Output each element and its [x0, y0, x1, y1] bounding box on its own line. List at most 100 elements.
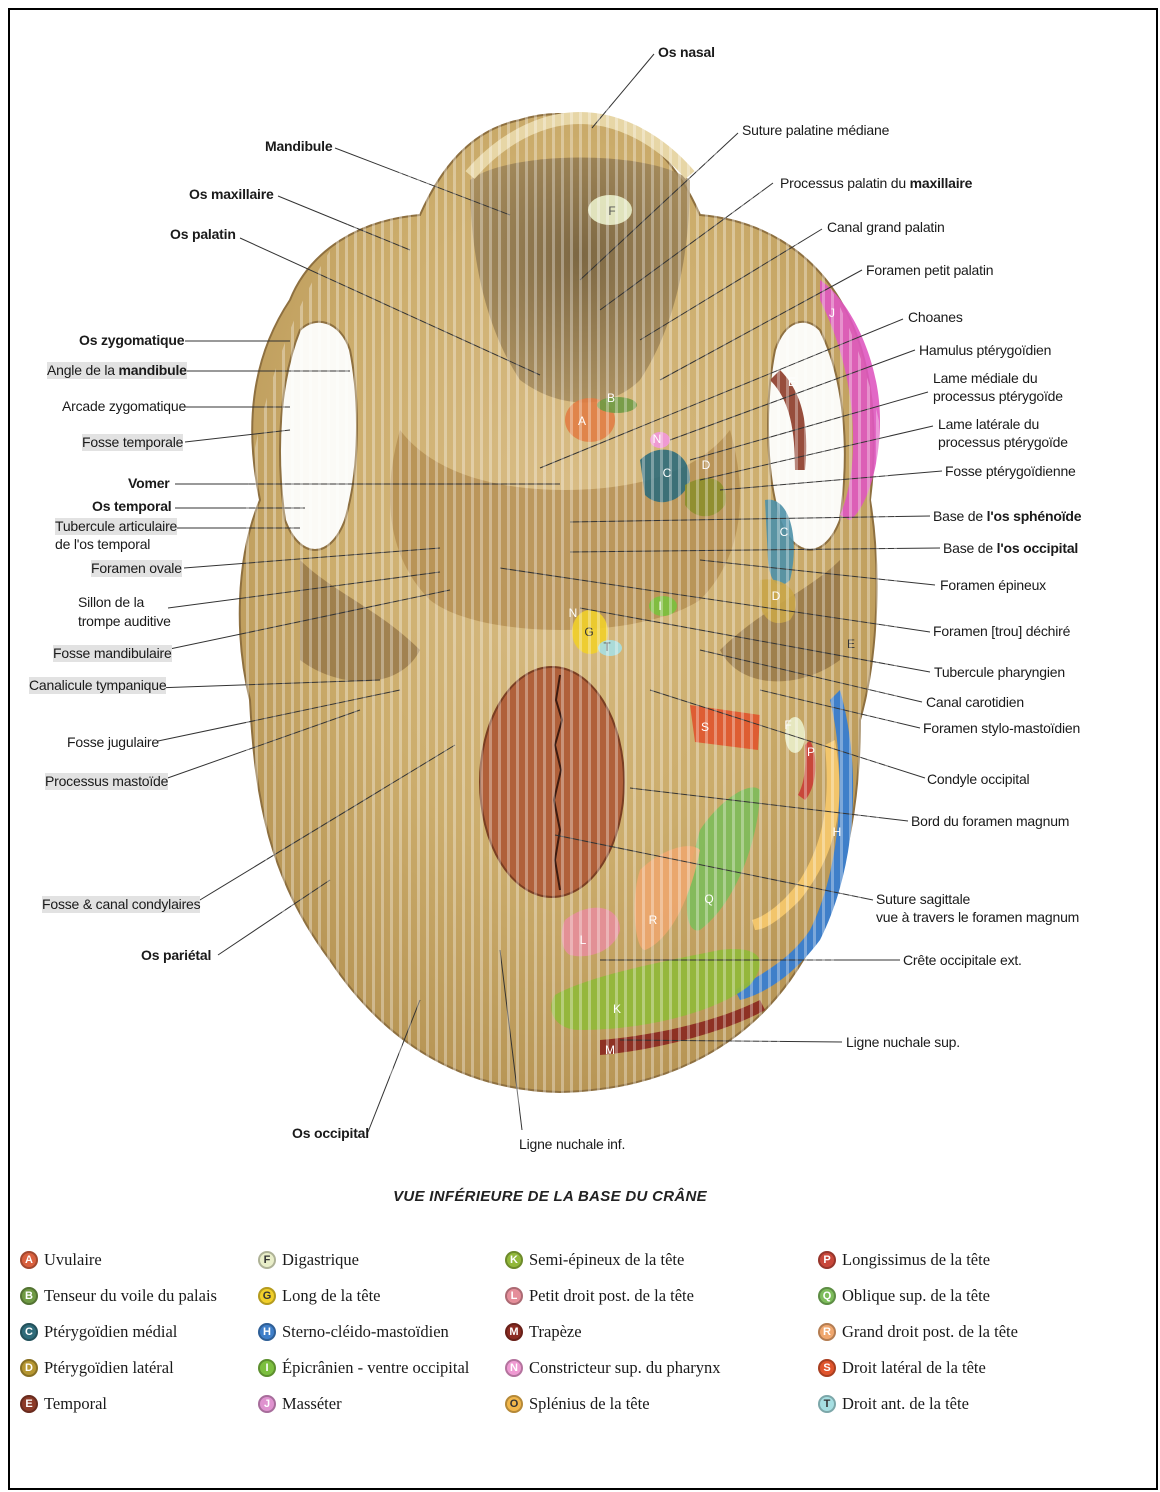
legend-label: Tenseur du voile du palais	[44, 1286, 217, 1306]
label-os-nasal: Os nasal	[658, 44, 715, 61]
label-os-palatin: Os palatin	[170, 226, 236, 243]
legend-label: Digastrique	[282, 1250, 359, 1270]
label-os-zygomatique: Os zygomatique	[79, 332, 184, 349]
label-lame-mediale-1: Lame médiale du	[933, 370, 1037, 387]
region-letter-a: A	[578, 414, 586, 428]
legend-item-s: S Droit latéral de la tête	[818, 1358, 986, 1378]
legend-label: Petit droit post. de la tête	[529, 1286, 694, 1306]
label-bord-foramen: Bord du foramen magnum	[911, 813, 1069, 830]
region-letter-i: I	[658, 599, 661, 613]
legend-label: Long de la tête	[282, 1286, 381, 1306]
region-letter-h: H	[833, 825, 842, 839]
label-sillon-1: Sillon de la	[78, 594, 144, 611]
legend-label: Longissimus de la tête	[842, 1250, 990, 1270]
label-foramen-epineux: Foramen épineux	[940, 577, 1046, 594]
label-choanes: Choanes	[908, 309, 963, 326]
label-foramen-stylo: Foramen stylo-mastoïdien	[923, 720, 1080, 737]
label-hamulus: Hamulus ptérygoïdien	[919, 342, 1051, 359]
legend-badge-t: T	[818, 1395, 836, 1413]
legend-badge-c: C	[20, 1323, 38, 1341]
legend-item-q: Q Oblique sup. de la tête	[818, 1286, 990, 1306]
label-vomer: Vomer	[128, 475, 170, 492]
region-letter-d: D	[702, 458, 711, 472]
legend-item-d: D Ptérygoïdien latéral	[20, 1358, 174, 1378]
region-letter-n-right: N	[653, 432, 662, 446]
region-letter-k: K	[613, 1002, 621, 1016]
legend-item-j: J Masséter	[258, 1394, 342, 1414]
label-lame-laterale-1: Lame latérale du	[938, 416, 1039, 433]
label-mandibule: Mandibule	[265, 138, 332, 155]
legend-label: Splénius de la tête	[529, 1394, 650, 1414]
label-ligne-nuchale-sup: Ligne nuchale sup.	[846, 1034, 960, 1051]
legend-badge-q: Q	[818, 1287, 836, 1305]
legend-label: Constricteur sup. du pharynx	[529, 1358, 721, 1378]
left-zygomatic-opening	[280, 322, 357, 550]
legend-badge-g: G	[258, 1287, 276, 1305]
region-letter-q: Q	[704, 892, 713, 906]
label-processus-palatin: Processus palatin du maxillaire	[780, 175, 972, 192]
legend-badge-n: N	[505, 1359, 523, 1377]
region-letter-r: R	[649, 913, 658, 927]
legend-label: Sterno-cléido-mastoïdien	[282, 1322, 449, 1342]
legend-label: Semi-épineux de la tête	[529, 1250, 684, 1270]
legend-item-f: F Digastrique	[258, 1250, 359, 1270]
legend-badge-j: J	[258, 1395, 276, 1413]
legend-label: Droit ant. de la tête	[842, 1394, 969, 1414]
label-ligne-nuchale-inf: Ligne nuchale inf.	[519, 1136, 625, 1153]
region-letter-c-right: C	[780, 525, 789, 539]
region-letter-f: F	[608, 204, 615, 218]
legend-badge-k: K	[505, 1251, 523, 1269]
legend-item-p: P Longissimus de la tête	[818, 1250, 990, 1270]
label-os-occipital: Os occipital	[292, 1125, 369, 1142]
legend-item-k: K Semi-épineux de la tête	[505, 1250, 684, 1270]
legend-badge-r: R	[818, 1323, 836, 1341]
legend-label: Droit latéral de la tête	[842, 1358, 986, 1378]
legend-item-n: N Constricteur sup. du pharynx	[505, 1358, 721, 1378]
label-canal-grand-palatin: Canal grand palatin	[827, 219, 945, 236]
label-lame-mediale-2: processus ptérygoïde	[933, 388, 1063, 405]
legend-label: Ptérygoïdien médial	[44, 1322, 177, 1342]
label-suture-palatine: Suture palatine médiane	[742, 122, 889, 139]
label-fosse-canal-condylaires: Fosse & canal condylaires	[42, 896, 200, 913]
label-crete-occipitale: Crête occipitale ext.	[903, 952, 1022, 969]
legend-item-l: LPetit droit post. de la tête	[505, 1286, 694, 1306]
region-tenseur	[597, 397, 637, 413]
legend-badge-p: P	[818, 1251, 836, 1269]
label-base-sphenoide: Base de l'os sphénoïde	[933, 508, 1081, 525]
legend-item-g: G Long de la tête	[258, 1286, 381, 1306]
legend-label: Masséter	[282, 1394, 342, 1414]
legend-badge-h: H	[258, 1323, 276, 1341]
region-epicranien	[649, 596, 677, 616]
label-canal-carotidien: Canal carotidien	[926, 694, 1024, 711]
legend-item-c: C Ptérygoïdien médial	[20, 1322, 177, 1342]
label-suture-sagittale-1: Suture sagittale	[876, 891, 970, 908]
region-letter-l: L	[580, 933, 587, 947]
label-suture-sagittale-2: vue à travers le foramen magnum	[876, 909, 1079, 926]
region-letter-b: B	[607, 391, 615, 405]
region-letter-c: C	[663, 466, 672, 480]
legend-badge-f: F	[258, 1251, 276, 1269]
label-canalicule-tympanique: Canalicule tympanique	[29, 677, 166, 694]
legend-item-e: ETemporal	[20, 1394, 107, 1414]
region-letter-e-right: E	[847, 637, 855, 651]
legend-badge-m: M	[505, 1323, 523, 1341]
figure-caption: VUE INFÉRIEURE DE LA BASE DU CRÂNE	[0, 1188, 1100, 1205]
label-angle-mandibule: Angle de la mandibule	[47, 362, 187, 379]
legend-label: Ptérygoïdien latéral	[44, 1358, 174, 1378]
legend-label: Épicrânien - ventre occipital	[282, 1358, 469, 1378]
region-letter-j: J	[829, 306, 835, 320]
label-tubercule-1: Tubercule articulaire	[55, 518, 177, 535]
legend-badge-s: S	[818, 1359, 836, 1377]
legend-badge-d: D	[20, 1359, 38, 1377]
region-letter-m: M	[605, 1043, 615, 1057]
legend-badge-a: A	[20, 1251, 38, 1269]
legend-label: Oblique sup. de la tête	[842, 1286, 990, 1306]
label-foramen-petit-palatin: Foramen petit palatin	[866, 262, 993, 279]
label-fosse-jugulaire: Fosse jugulaire	[67, 734, 159, 751]
label-os-parietal: Os pariétal	[141, 947, 211, 964]
label-fosse-temporale: Fosse temporale	[82, 434, 183, 451]
